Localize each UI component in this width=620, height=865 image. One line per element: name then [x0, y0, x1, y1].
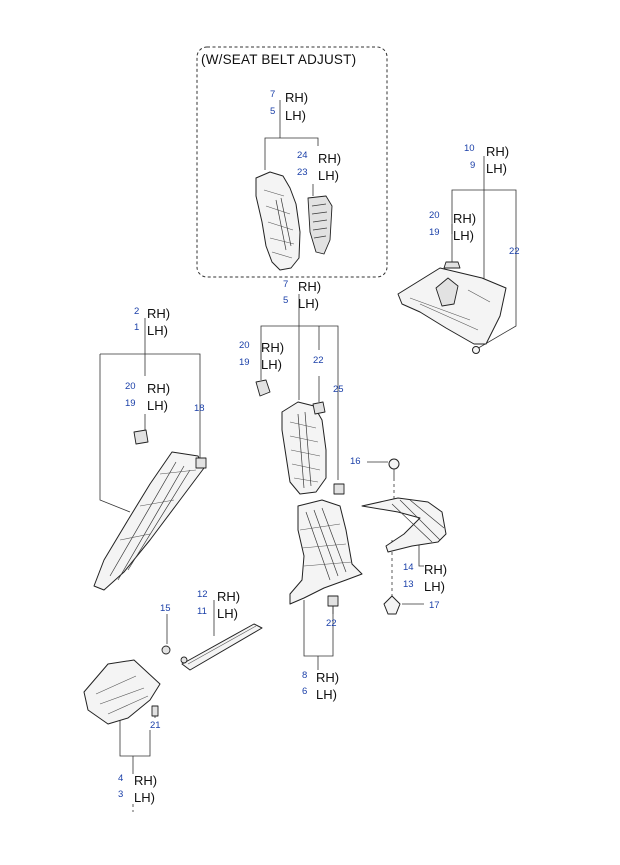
- side-label: LH): [147, 323, 168, 338]
- part-number: 19: [239, 357, 250, 368]
- side-label: LH): [318, 168, 339, 183]
- part-number: 4: [118, 773, 123, 784]
- side-label: RH): [424, 562, 447, 577]
- part-number: 11: [197, 606, 207, 617]
- part-number: 25: [333, 384, 344, 395]
- side-label: LH): [285, 108, 306, 123]
- part-number: 22: [326, 618, 337, 629]
- part-number: 7: [283, 279, 288, 290]
- part-number: 20: [125, 381, 136, 392]
- side-label: RH): [298, 279, 321, 294]
- part-number: 5: [270, 106, 275, 117]
- part-number: 14: [403, 562, 414, 573]
- part-number: 3: [118, 789, 123, 800]
- side-label: RH): [217, 589, 240, 604]
- part-number: 24: [297, 150, 308, 161]
- side-label: RH): [486, 144, 509, 159]
- part-number: 16: [350, 456, 361, 467]
- part-number: 2: [134, 306, 139, 317]
- part-number: 18: [194, 403, 205, 414]
- side-label: RH): [147, 381, 170, 396]
- part-number: 9: [470, 160, 475, 171]
- rear-pillar-trim: [397, 261, 507, 354]
- center-pillar-upper-trim-adjust: [255, 171, 301, 271]
- part-number: 23: [297, 167, 308, 178]
- clip: [383, 595, 401, 615]
- side-label: RH): [453, 211, 476, 226]
- part-number: 6: [302, 686, 307, 697]
- side-label: LH): [261, 357, 282, 372]
- part-number: 5: [283, 295, 288, 306]
- leader-lines: [99, 100, 517, 774]
- side-label: LH): [424, 579, 445, 594]
- option-title: (W/SEAT BELT ADJUST): [201, 52, 356, 67]
- side-label: LH): [134, 790, 155, 805]
- part-number: 20: [239, 340, 250, 351]
- side-label: LH): [217, 606, 238, 621]
- part-number: 12: [197, 589, 208, 600]
- seat-belt-adjuster-cover: [307, 195, 333, 255]
- side-label: LH): [147, 398, 168, 413]
- side-label: RH): [147, 306, 170, 321]
- part-number: 1: [134, 322, 139, 333]
- side-label: RH): [261, 340, 284, 355]
- side-label: LH): [298, 296, 319, 311]
- part-number: 8: [302, 670, 307, 681]
- part-number: 17: [429, 600, 440, 611]
- part-number: 22: [313, 355, 324, 366]
- side-label: RH): [318, 151, 341, 166]
- center-pillar-upper-trim: [255, 379, 345, 495]
- part-number: 22: [509, 246, 520, 257]
- side-label: RH): [316, 670, 339, 685]
- part-number: 20: [429, 210, 440, 221]
- part-number: 10: [464, 143, 475, 154]
- part-number: 19: [429, 227, 440, 238]
- side-label: LH): [453, 228, 474, 243]
- seat-belt-adjust-box: [196, 46, 388, 278]
- side-label: LH): [486, 161, 507, 176]
- cowl-side-trim: [83, 659, 161, 725]
- side-label: RH): [285, 90, 308, 105]
- screw: [388, 458, 400, 478]
- part-number: 19: [125, 398, 136, 409]
- part-number: 7: [270, 89, 275, 100]
- part-number: 13: [403, 579, 414, 590]
- part-number: 15: [160, 603, 171, 614]
- door-scuff-trim: [161, 623, 263, 671]
- callout-labels: 7 RH) 5 LH) 24 RH) 23 LH) 10 RH) 9 LH) 2…: [118, 89, 520, 805]
- part-number: 21: [150, 720, 161, 731]
- center-pillar-lower-trim: [289, 499, 363, 607]
- seat-side-trim: [361, 497, 447, 553]
- front-pillar-trim: [93, 429, 207, 591]
- side-label: LH): [316, 687, 337, 702]
- side-label: RH): [134, 773, 157, 788]
